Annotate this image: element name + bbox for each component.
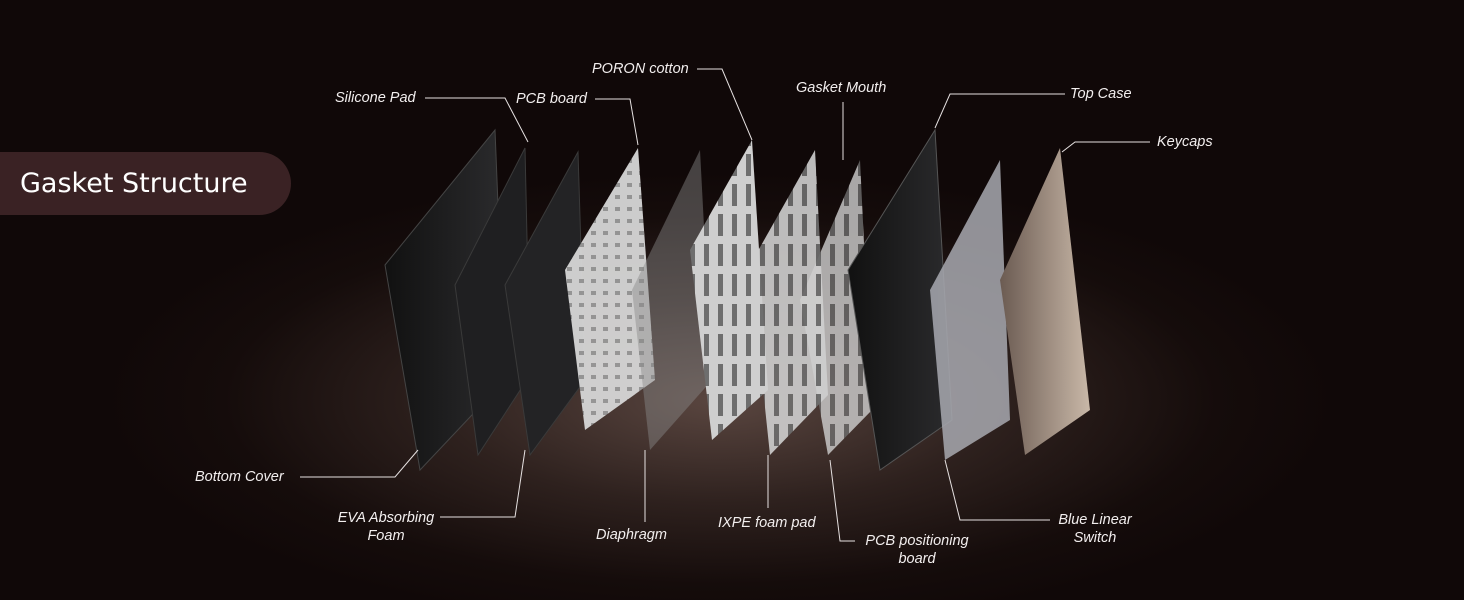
label-line: PCB positioning [865,533,969,549]
label-line: Switch [1073,530,1117,546]
label-top-case: Top Case [1070,86,1132,102]
label-pcb-positioning-board: PCB positioning board [858,532,976,568]
label-line: board [898,551,936,567]
label-keycaps: Keycaps [1157,134,1213,150]
label-poron-cotton: PORON cotton [592,61,689,77]
diaphragm-layer [632,150,712,450]
section-title-badge: Gasket Structure [0,152,291,215]
label-eva-absorbing-foam: EVA Absorbing Foam [330,509,442,545]
label-ixpe-foam-pad: IXPE foam pad [718,515,816,531]
label-line: EVA Absorbing [337,510,435,526]
pcb-board-layer [565,148,655,430]
label-blue-linear-switch: Blue Linear Switch [1052,511,1138,547]
ixpe-foam-layer [750,150,828,455]
label-pcb-board: PCB board [516,91,587,107]
label-line: Blue Linear [1058,512,1132,528]
pcb-positioning-layer [800,160,872,455]
leader-lines [300,68,1150,542]
label-diaphragm: Diaphragm [596,527,667,543]
label-line: Foam [367,528,405,544]
label-bottom-cover: Bottom Cover [195,469,284,485]
switch-layer [930,160,1010,460]
label-silicone-pad: Silicone Pad [335,90,416,106]
keycaps-layer [1000,148,1090,455]
poron-cotton-layer [690,140,768,440]
label-gasket-mouth: Gasket Mouth [796,80,887,96]
